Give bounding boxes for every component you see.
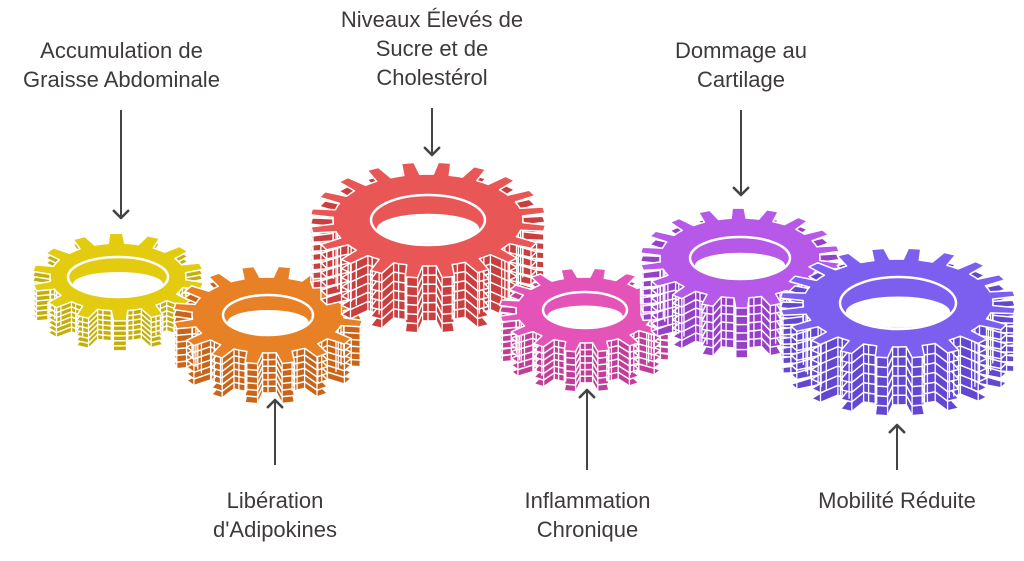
label-mobilite: Mobilité Réduite (786, 486, 1008, 515)
gear-hole-inner (73, 272, 163, 296)
label-line: Chronique (536, 517, 639, 542)
label-niveaux: Niveaux Élevés de Sucre et de Cholestéro… (316, 5, 548, 92)
label-line: Mobilité Réduite (818, 488, 976, 513)
gear-hole-inner (695, 252, 785, 278)
label-accumulation: Accumulation de Graisse Abdominale (0, 36, 243, 94)
label-liberation: Libération d'Adipokines (176, 486, 374, 544)
gear-accumulation (31, 232, 205, 352)
label-line: Cholestérol (376, 65, 488, 90)
label-line: Sucre et de (375, 36, 489, 61)
label-line: d'Adipokines (212, 517, 338, 542)
label-line: Inflammation (524, 488, 651, 513)
gear-hole-inner (227, 310, 309, 334)
gear-hole-inner (845, 296, 951, 328)
gear-hole-inner (547, 305, 623, 328)
gear-niveaux (309, 161, 547, 334)
label-line: Libération (226, 488, 324, 513)
gear-inflammation (498, 267, 672, 393)
label-line: Dommage au (674, 38, 808, 63)
label-line: Cartilage (696, 67, 786, 92)
label-line: Niveaux Élevés de (340, 7, 524, 32)
gear-liberation (172, 265, 364, 405)
gears (31, 161, 1017, 417)
label-line: Graisse Abdominale (23, 67, 220, 92)
label-inflammation: Inflammation Chronique (490, 486, 685, 544)
gear-hole-inner (376, 213, 480, 244)
label-dommage: Dommage au Cartilage (640, 36, 842, 94)
gear-mobilite (779, 247, 1017, 417)
label-line: Accumulation de (40, 38, 203, 63)
arrows (112, 108, 906, 470)
